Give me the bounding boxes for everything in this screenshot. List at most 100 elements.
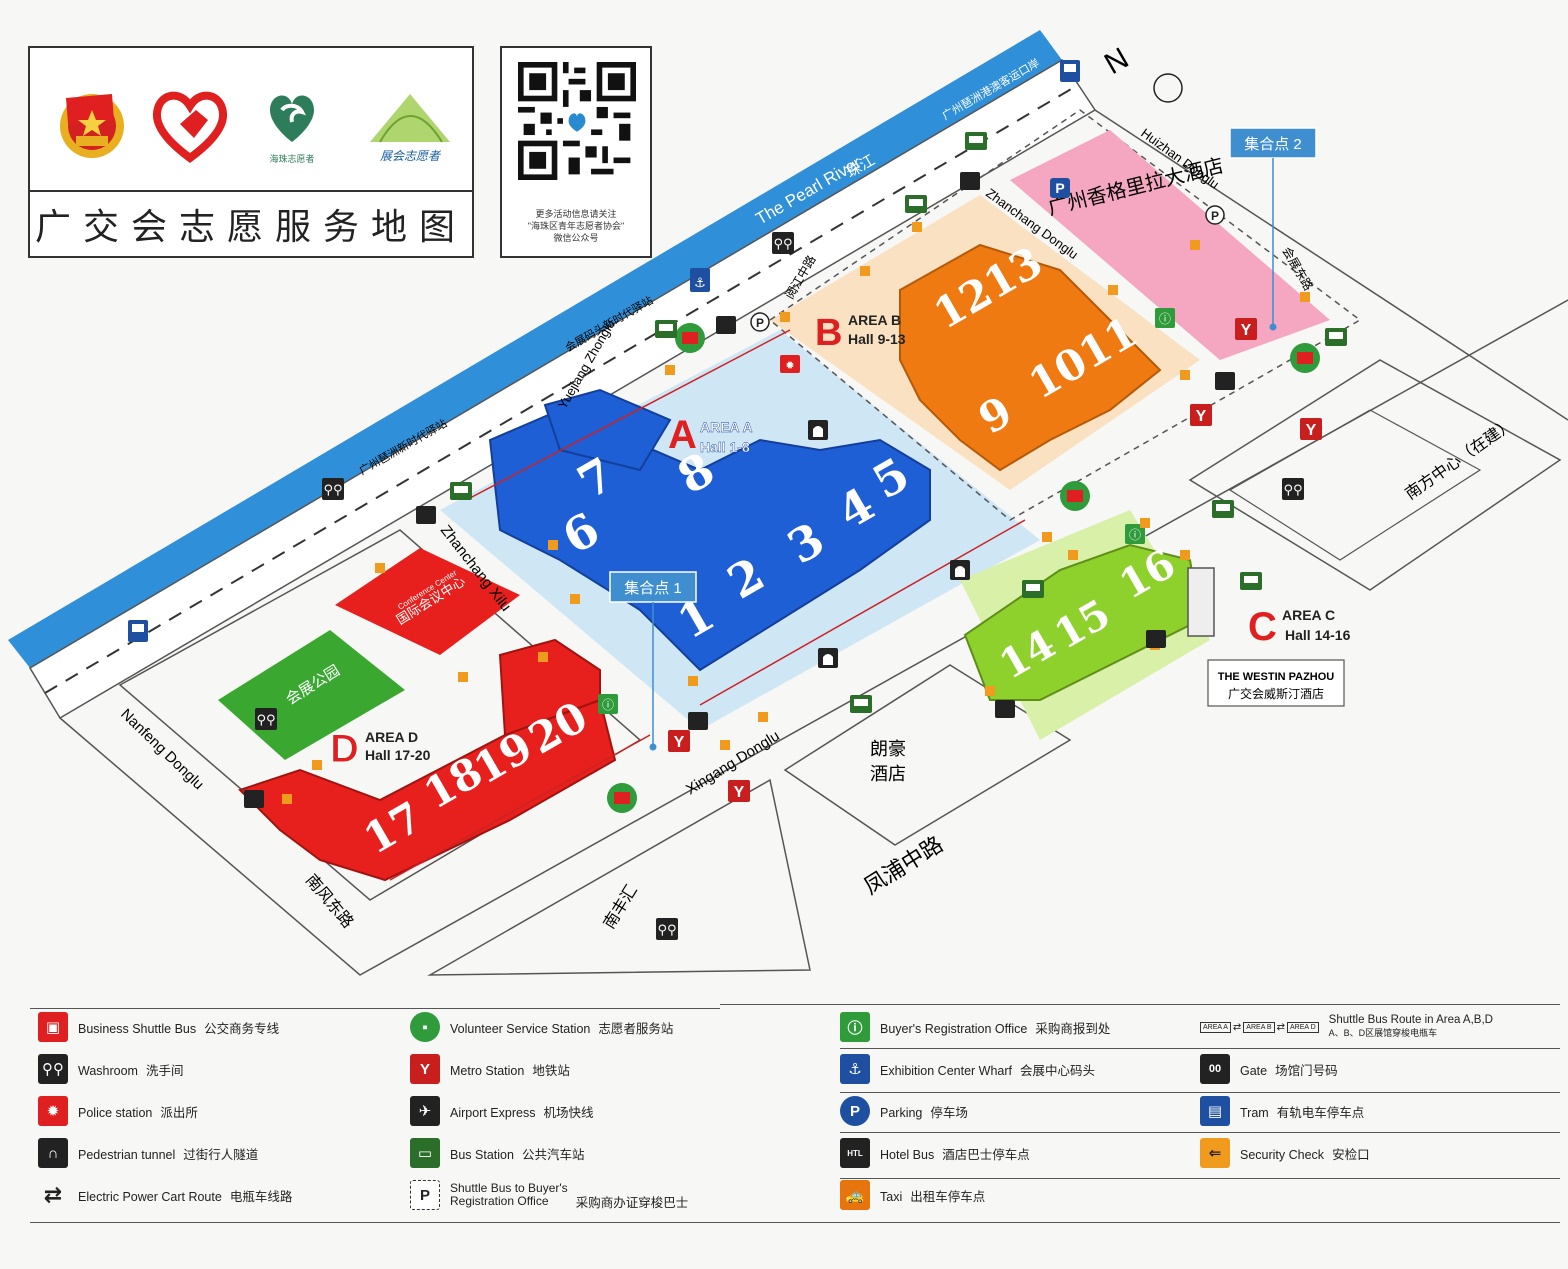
parking-icon[interactable]: P xyxy=(750,312,770,332)
legend-divider-row-2 xyxy=(840,1092,1560,1093)
pedestrian-tunnel-icon[interactable] xyxy=(808,420,828,440)
legend-tram-zh: 有轨电车停车点 xyxy=(1276,1104,1365,1120)
tram-icon[interactable] xyxy=(1060,60,1080,82)
assembly-point-1[interactable]: 集合点 1 xyxy=(609,571,697,751)
shuttle-buyer-icon: P xyxy=(410,1180,440,1210)
compass-icon xyxy=(1150,73,1186,103)
bus-station-icon[interactable] xyxy=(1325,328,1347,346)
metro-station-icon[interactable]: Y xyxy=(728,780,750,802)
area-d-halls-label: Hall 17-20 xyxy=(365,747,431,763)
legend-bus-station-zh: 公共汽车站 xyxy=(521,1146,585,1162)
area-d-halls[interactable] xyxy=(238,638,617,882)
wharf-icon[interactable]: ⚓ xyxy=(690,272,710,292)
conference-center[interactable] xyxy=(335,548,520,655)
gate-icon[interactable] xyxy=(995,700,1015,718)
svg-text:✹: ✹ xyxy=(785,360,794,372)
gate-icon[interactable] xyxy=(960,172,980,190)
bus-station-icon[interactable] xyxy=(655,320,677,338)
security-check-icon xyxy=(1140,518,1150,528)
security-check-icon xyxy=(282,794,292,804)
legend-parking-en: Parking xyxy=(880,1105,923,1120)
airport-express-icon: ✈ xyxy=(410,1096,440,1126)
volunteer-station-icon[interactable] xyxy=(675,323,705,353)
south-center-inner xyxy=(1228,409,1482,561)
wharf-markers[interactable]: ⚓ xyxy=(690,272,710,292)
bus-station-icon[interactable] xyxy=(905,195,927,213)
venue-map[interactable]: The Pearl River 珠江 1 2 3 4 5 6 7 8 A ARE… xyxy=(0,0,1568,1000)
gate-icon[interactable] xyxy=(688,712,708,730)
security-check-icon xyxy=(548,540,558,550)
security-check-icon xyxy=(1190,240,1200,250)
qr-code-icon[interactable] xyxy=(518,62,636,180)
cart-route-2 xyxy=(699,519,1026,706)
police-station-icon[interactable]: ✹ xyxy=(780,355,800,373)
legend-cart-en: Electric Power Cart Route xyxy=(78,1189,222,1204)
legend-taxi-en: Taxi xyxy=(880,1189,903,1204)
pedestrian-tunnel-icon[interactable] xyxy=(950,560,970,580)
washroom-markers[interactable]: ⚲⚲ ⚲⚲ ⚲⚲ ⚲⚲ ⚲⚲ xyxy=(255,232,1304,940)
legend-shuttle-buyer-en2: Registration Office xyxy=(450,1194,549,1208)
area-b-halls[interactable] xyxy=(899,243,1162,472)
security-check-icon xyxy=(538,652,548,662)
metro-station-icon[interactable]: Y xyxy=(1190,404,1212,426)
volunteer-station-icon[interactable] xyxy=(607,783,637,813)
logo-caption-expo: 展会志愿者 xyxy=(380,149,442,163)
legend-taxi-zh: 出租车停车点 xyxy=(910,1188,986,1204)
gate-icon[interactable] xyxy=(244,790,264,808)
washroom-icon[interactable]: ⚲⚲ xyxy=(322,478,344,500)
security-check-icon: ⇐ xyxy=(1200,1138,1230,1168)
washroom-icon[interactable]: ⚲⚲ xyxy=(1282,478,1304,500)
tunnel-markers[interactable] xyxy=(808,420,970,668)
gate-icon[interactable] xyxy=(716,316,736,334)
washroom-icon[interactable]: ⚲⚲ xyxy=(656,918,678,940)
bus-station-icon[interactable] xyxy=(1240,572,1262,590)
parking-icon[interactable]: P xyxy=(1205,205,1225,225)
parking-markers[interactable]: P P P xyxy=(750,178,1225,332)
legend-bus-station-en: Bus Station xyxy=(450,1147,514,1162)
road-nanfeng-donglu-zh: 南风东路 xyxy=(302,871,357,932)
volunteer-station-icon[interactable] xyxy=(1290,343,1320,373)
registration-office-markers[interactable]: ⓘ ⓘ ⓘ xyxy=(598,308,1175,714)
gate-markers[interactable] xyxy=(244,172,1235,808)
qr-caption: 更多活动信息请关注 "海珠区青年志愿者协会" 微信公众号 xyxy=(508,208,644,244)
youth-league-emblem-icon xyxy=(60,94,124,158)
police-markers[interactable]: ✹ xyxy=(780,355,800,373)
gate-icon[interactable] xyxy=(1146,630,1166,648)
volunteer-station-markers[interactable] xyxy=(607,323,1320,813)
buyer-registration-icon[interactable]: ⓘ xyxy=(1125,524,1145,544)
gate-icon[interactable] xyxy=(416,506,436,524)
legend-security-zh: 安检口 xyxy=(1332,1146,1370,1162)
bus-station-icon[interactable] xyxy=(1212,500,1234,518)
svg-text:P: P xyxy=(756,316,764,330)
buyer-registration-icon[interactable]: ⓘ xyxy=(598,694,618,714)
tram-icon[interactable] xyxy=(128,620,148,642)
volunteer-station-icon: ▪ xyxy=(410,1012,440,1042)
legend-divider-row-4 xyxy=(840,1178,1560,1179)
bus-station-icon[interactable] xyxy=(450,482,472,500)
volunteer-station-icon[interactable] xyxy=(1060,481,1090,511)
road-fengpu-zhonglu: 凤浦中路 xyxy=(859,831,947,899)
metro-station-icon[interactable]: Y xyxy=(1300,418,1322,440)
washroom-icon[interactable]: ⚲⚲ xyxy=(772,232,794,254)
bus-station-icon[interactable] xyxy=(965,132,987,150)
washroom-icon[interactable]: ⚲⚲ xyxy=(255,708,277,730)
bus-station-markers[interactable] xyxy=(450,132,1347,713)
bus-station-icon[interactable] xyxy=(850,695,872,713)
metro-station-icon[interactable]: Y xyxy=(668,730,690,752)
metro-station-icon[interactable]: Y xyxy=(1235,318,1257,340)
parking-icon[interactable]: P xyxy=(1050,178,1070,198)
gate-icon[interactable] xyxy=(1215,372,1235,390)
bus-station-icon[interactable] xyxy=(1022,580,1044,598)
legend-buyer-reg-en: Buyer's Registration Office xyxy=(880,1021,1028,1036)
assembly-point-2[interactable]: 集合点 2 xyxy=(1229,127,1317,331)
security-check-icon xyxy=(912,222,922,232)
pedestrian-tunnel-icon[interactable] xyxy=(818,648,838,668)
metro-station-markers[interactable]: Y Y Y Y Y xyxy=(668,318,1322,802)
compass-north: N xyxy=(1099,42,1134,81)
buyer-registration-icon[interactable]: ⓘ xyxy=(1155,308,1175,328)
tram-icon: ▤ xyxy=(1200,1096,1230,1126)
security-check-icon xyxy=(758,712,768,722)
